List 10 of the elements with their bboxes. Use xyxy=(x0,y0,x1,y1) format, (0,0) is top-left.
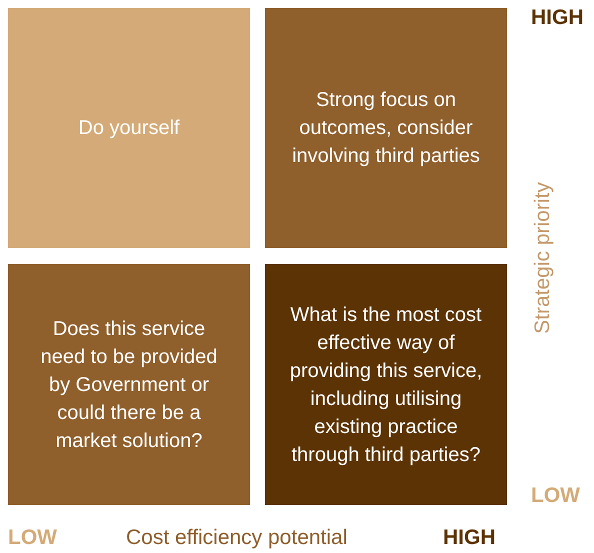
quadrant-box: What is the most cost effective way of providing this service, including utilising existing practice through third parties? xyxy=(265,264,507,505)
axis-end-label: LOW xyxy=(531,484,580,508)
axis-end-label: LOW xyxy=(8,526,57,550)
quadrant-box: Does this service need to be provided by Government or could there be a market solution? xyxy=(8,264,250,505)
axis-end-label: HIGH xyxy=(531,6,584,30)
quadrant-box: Strong focus on outcomes, consider involving third parties xyxy=(265,8,507,248)
axis-title: Cost efficiency potential xyxy=(126,526,348,550)
quadrant-box: Do yourself xyxy=(8,8,250,248)
axis-end-label: HIGH xyxy=(443,526,496,550)
axis-title: Strategic priority xyxy=(530,182,555,334)
